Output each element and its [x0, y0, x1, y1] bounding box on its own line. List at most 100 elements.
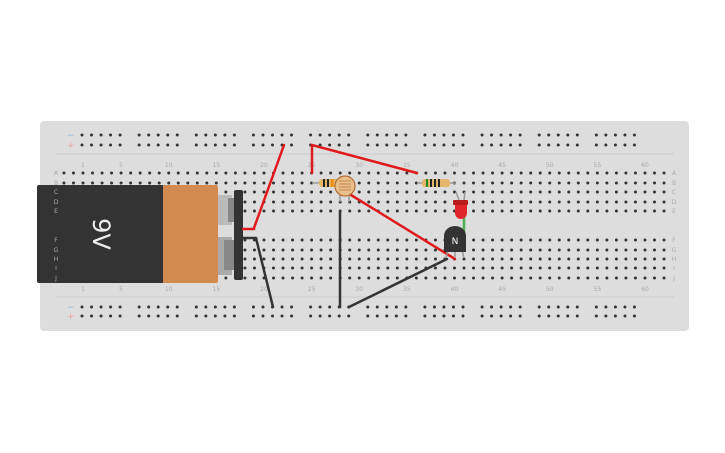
- hole[interactable]: [291, 181, 295, 185]
- hole[interactable]: [643, 171, 647, 175]
- hole[interactable]: [291, 190, 295, 194]
- hole[interactable]: [329, 209, 333, 213]
- hole[interactable]: [366, 133, 370, 137]
- hole[interactable]: [433, 190, 437, 194]
- hole[interactable]: [148, 171, 152, 175]
- hole[interactable]: [99, 143, 103, 147]
- hole[interactable]: [632, 133, 636, 137]
- hole[interactable]: [624, 181, 628, 185]
- hole[interactable]: [281, 190, 285, 194]
- hole[interactable]: [318, 305, 322, 309]
- hole[interactable]: [110, 171, 114, 175]
- hole[interactable]: [138, 171, 142, 175]
- hole[interactable]: [414, 238, 418, 242]
- hole[interactable]: [557, 171, 561, 175]
- hole[interactable]: [375, 314, 379, 318]
- hole[interactable]: [156, 143, 160, 147]
- hole[interactable]: [491, 248, 495, 252]
- hole[interactable]: [472, 248, 476, 252]
- hole[interactable]: [300, 266, 304, 270]
- hole[interactable]: [567, 200, 571, 204]
- hole[interactable]: [537, 133, 541, 137]
- hole[interactable]: [195, 171, 199, 175]
- hole[interactable]: [424, 257, 428, 261]
- hole[interactable]: [604, 314, 608, 318]
- hole[interactable]: [605, 266, 609, 270]
- hole[interactable]: [204, 314, 208, 318]
- hole[interactable]: [272, 238, 275, 242]
- hole[interactable]: [205, 181, 209, 185]
- hole[interactable]: [442, 305, 446, 309]
- hole[interactable]: [366, 305, 370, 309]
- hole[interactable]: [348, 257, 352, 261]
- hole[interactable]: [662, 200, 666, 204]
- hole[interactable]: [329, 238, 333, 242]
- hole[interactable]: [386, 190, 390, 194]
- hole[interactable]: [318, 314, 322, 318]
- hole[interactable]: [319, 248, 323, 252]
- hole[interactable]: [118, 133, 122, 137]
- hole[interactable]: [624, 266, 628, 270]
- hole[interactable]: [500, 190, 504, 194]
- hole[interactable]: [347, 133, 351, 137]
- hole[interactable]: [109, 143, 113, 147]
- hole[interactable]: [538, 276, 542, 280]
- hole[interactable]: [272, 200, 275, 204]
- hole[interactable]: [547, 143, 551, 147]
- hole[interactable]: [433, 238, 437, 242]
- hole[interactable]: [395, 209, 399, 213]
- hole[interactable]: [405, 200, 409, 204]
- hole[interactable]: [405, 248, 409, 252]
- hole[interactable]: [452, 190, 456, 194]
- hole[interactable]: [300, 181, 304, 185]
- hole[interactable]: [281, 238, 285, 242]
- hole[interactable]: [518, 314, 522, 318]
- hole[interactable]: [423, 314, 427, 318]
- hole[interactable]: [481, 200, 485, 204]
- resistor-led[interactable]: [417, 179, 456, 187]
- hole[interactable]: [251, 143, 255, 147]
- hole[interactable]: [357, 248, 361, 252]
- hole[interactable]: [213, 133, 217, 137]
- hole[interactable]: [566, 314, 570, 318]
- hole[interactable]: [472, 209, 476, 213]
- hole[interactable]: [129, 181, 133, 185]
- hole[interactable]: [280, 314, 284, 318]
- hole[interactable]: [404, 305, 408, 309]
- hole[interactable]: [432, 305, 436, 309]
- hole[interactable]: [481, 171, 485, 175]
- hole[interactable]: [195, 181, 199, 185]
- hole[interactable]: [394, 314, 398, 318]
- hole[interactable]: [338, 171, 342, 175]
- hole[interactable]: [232, 133, 236, 137]
- hole[interactable]: [509, 143, 513, 147]
- hole[interactable]: [385, 143, 389, 147]
- hole[interactable]: [386, 171, 390, 175]
- hole[interactable]: [395, 238, 399, 242]
- hole[interactable]: [595, 266, 599, 270]
- hole[interactable]: [538, 190, 542, 194]
- hole[interactable]: [62, 171, 66, 175]
- hole[interactable]: [624, 190, 628, 194]
- hole[interactable]: [443, 171, 447, 175]
- hole[interactable]: [548, 181, 552, 185]
- hole[interactable]: [519, 190, 523, 194]
- hole[interactable]: [433, 200, 437, 204]
- hole[interactable]: [310, 190, 314, 194]
- hole[interactable]: [186, 181, 190, 185]
- hole[interactable]: [576, 276, 580, 280]
- hole[interactable]: [404, 133, 408, 137]
- hole[interactable]: [538, 266, 542, 270]
- hole[interactable]: [547, 314, 551, 318]
- hole[interactable]: [576, 190, 580, 194]
- hole[interactable]: [272, 276, 275, 280]
- hole[interactable]: [529, 257, 533, 261]
- hole[interactable]: [395, 248, 399, 252]
- hole[interactable]: [252, 190, 256, 194]
- hole[interactable]: [281, 181, 285, 185]
- hole[interactable]: [595, 248, 599, 252]
- hole[interactable]: [395, 181, 399, 185]
- wire-red-battery-to-plus-rail[interactable]: [252, 143, 286, 230]
- hole[interactable]: [243, 200, 247, 204]
- hole[interactable]: [594, 314, 598, 318]
